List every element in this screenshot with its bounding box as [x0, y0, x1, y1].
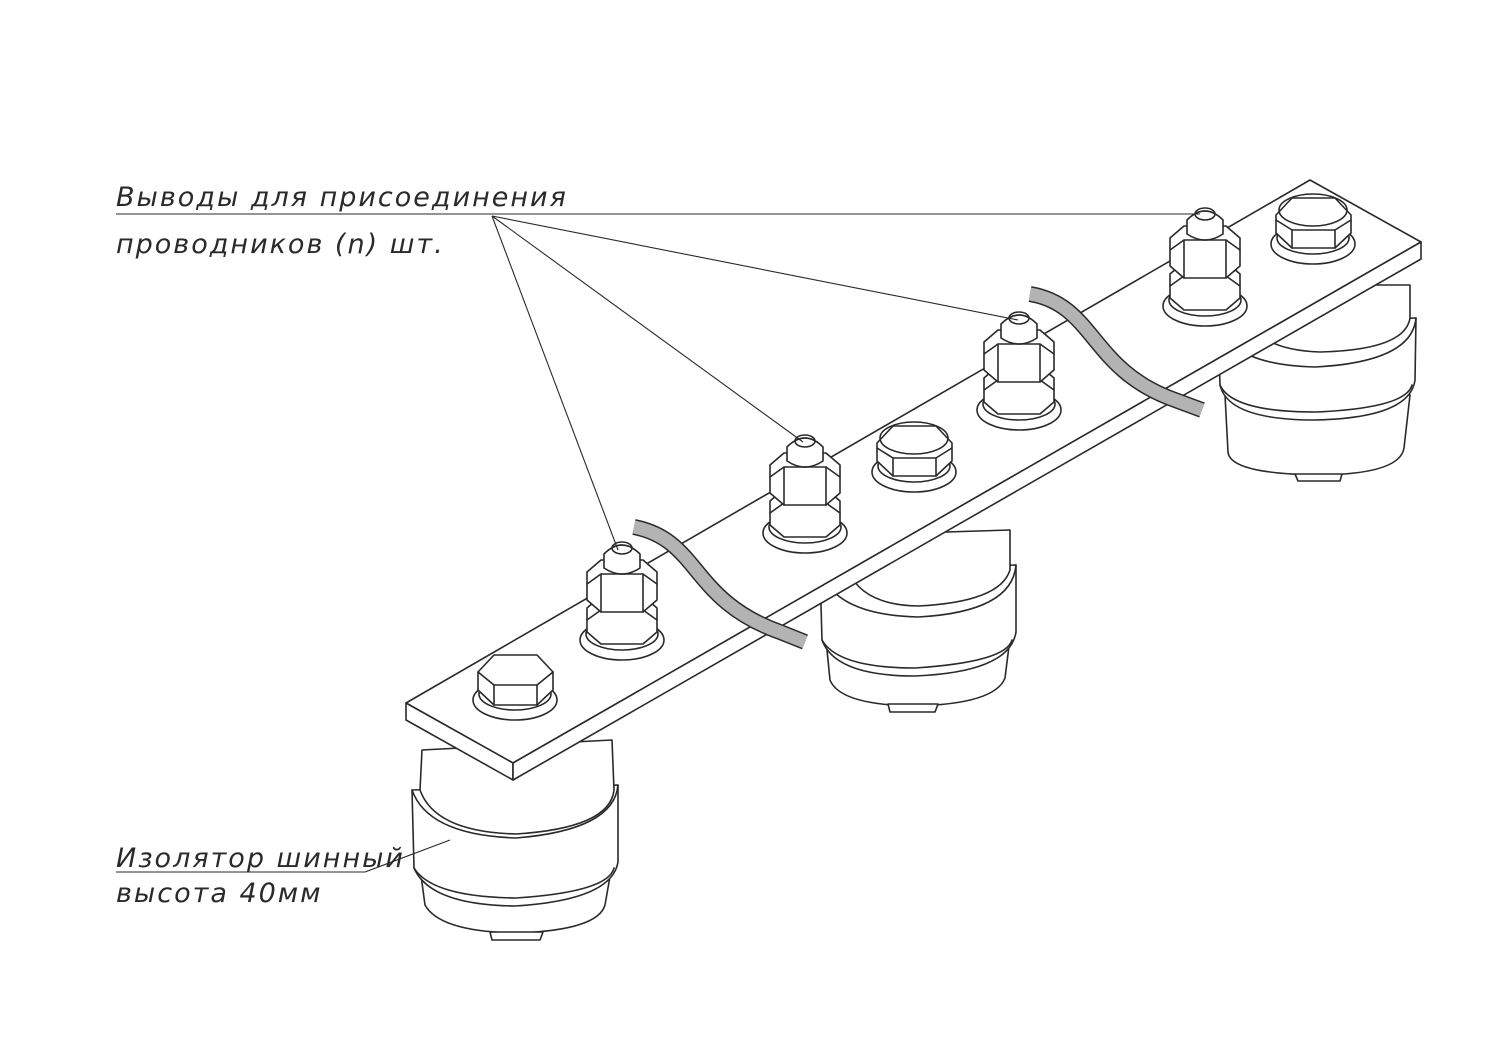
- break-mark-left: [632, 519, 808, 650]
- terminal-stud-1: [579, 541, 665, 661]
- bolt-head-middle: [871, 421, 957, 493]
- leader-lines-terminals: [116, 213, 1200, 551]
- insulator-label-line2: высота 40мм: [116, 878, 323, 909]
- terminals-label-line2: проводников (n) шт.: [116, 229, 445, 260]
- terminal-stud-3: [976, 311, 1062, 431]
- insulator-left: [411, 739, 619, 941]
- insulator-label-line1: Изолятор шинный: [116, 843, 405, 874]
- leader-line-insulator: [116, 839, 451, 873]
- bolt-head-left: [472, 654, 558, 721]
- terminal-stud-2: [762, 434, 848, 554]
- terminals-label-line1: Выводы для присоединения: [116, 182, 568, 213]
- terminal-stud-4: [1162, 207, 1248, 327]
- break-mark-right: [1028, 286, 1205, 418]
- insulator-middle: [819, 529, 1017, 713]
- bolt-head-right: [1270, 193, 1356, 265]
